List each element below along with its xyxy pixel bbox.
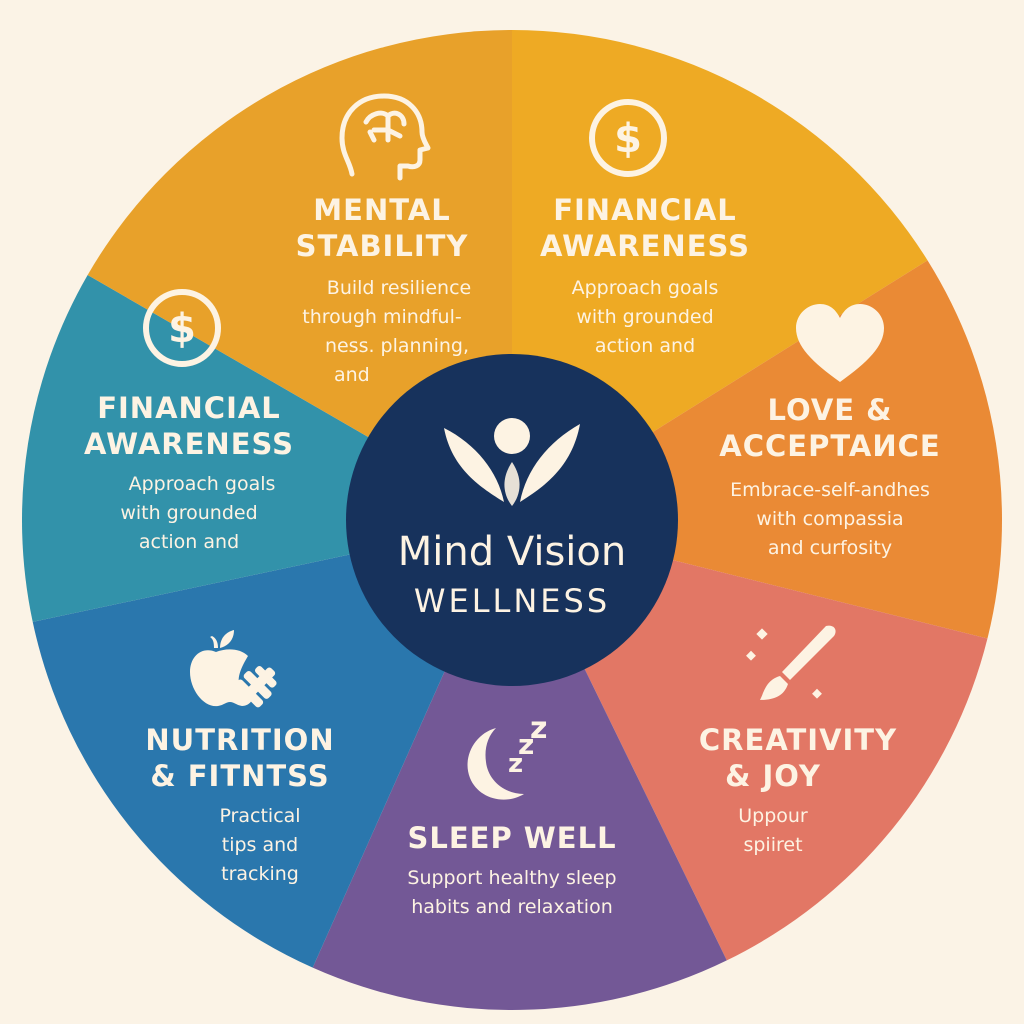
title-line: MENTAL <box>313 193 451 227</box>
segment-title: FINANCIAL AWARENESS <box>58 390 320 462</box>
title-line: LOVE & <box>767 393 893 427</box>
moon-zzz-icon: z z z <box>467 712 547 800</box>
segment-title: NUTRITION & FITNTSS <box>130 722 350 794</box>
title-line: SLEEP WELL <box>407 821 617 855</box>
segment-mental-stability: MENTAL STABILITY Build resilience throug… <box>262 192 502 390</box>
desc-line: ness. planning, <box>324 335 470 357</box>
segment-title: LOVE & ACCEPTAИCE <box>700 392 960 464</box>
title-line: NUTRITION <box>145 723 335 757</box>
svg-text:$: $ <box>168 306 196 352</box>
desc-line: spiiret <box>743 834 803 856</box>
svg-text:z: z <box>530 712 547 746</box>
dollar-coin-icon: $ <box>143 289 221 367</box>
desc-line: tips and <box>221 834 299 856</box>
desc-line: Uppour <box>738 805 808 827</box>
desc-line: Approach goals <box>571 277 719 299</box>
svg-text:z: z <box>518 728 534 761</box>
segment-creativity-joy: CREATIVITY & JOY Uppour spiiret <box>682 722 914 860</box>
segment-description: Embrace-self-andhes with compassia and c… <box>700 476 960 563</box>
brand-subtitle: WELLNESS <box>413 582 611 620</box>
desc-line: Support healthy sleep <box>407 867 617 889</box>
wheel-slice-creativity-joy <box>312 520 727 1010</box>
segment-description: Approach goals with grounded action and <box>58 470 320 557</box>
segment-sleep-well: SLEEP WELL Support healthy sleep habits … <box>350 820 674 922</box>
desc-line: tracking <box>221 863 299 885</box>
title-line: FINANCIAL <box>553 193 737 227</box>
title-line: FINANCIAL <box>97 391 281 425</box>
svg-text:$: $ <box>614 116 642 162</box>
svg-text:z: z <box>508 749 523 779</box>
desc-line: Embrace-self-andhes <box>730 479 930 501</box>
title-line: AWARENESS <box>84 427 294 461</box>
segment-title: MENTAL STABILITY <box>262 192 502 264</box>
paintbrush-icon <box>746 625 836 700</box>
segment-nutrition-fitness: NUTRITION & FITNTSS Practical tips and t… <box>130 722 350 889</box>
title-line: AWARENESS <box>540 229 750 263</box>
segment-description: Practical tips and tracking <box>130 802 350 889</box>
desc-line: and curfosity <box>767 537 893 559</box>
desc-line: Approach goals <box>128 473 276 495</box>
center-hub <box>346 354 678 686</box>
desc-line: with grounded <box>120 502 258 524</box>
segment-love-acceptance: LOVE & ACCEPTAИCE Embrace-self-andhes wi… <box>700 392 960 563</box>
segment-title: SLEEP WELL <box>350 820 674 856</box>
segment-financial-awareness-left: FINANCIAL AWARENESS Approach goals with … <box>58 390 320 557</box>
segment-description: Support healthy sleep habits and relaxat… <box>350 864 674 922</box>
dollar-coin-icon: $ <box>589 99 667 177</box>
desc-line: action and <box>138 531 240 553</box>
desc-line: action and <box>594 335 696 357</box>
title-line: STABILITY <box>295 229 469 263</box>
desc-line: Build resilience <box>326 277 472 299</box>
segment-description: Uppour spiiret <box>682 802 914 860</box>
segment-description: Approach goals with grounded action and <box>510 274 780 361</box>
desc-line: habits and relaxation <box>411 896 613 918</box>
heart-icon <box>796 304 884 382</box>
segment-financial-awareness-right: FINANCIAL AWARENESS Approach goals with … <box>510 192 780 361</box>
title-line: CREATIVITY <box>698 723 898 757</box>
title-line: ACCEPTAИCE <box>719 429 941 463</box>
segment-title: FINANCIAL AWARENESS <box>510 192 780 264</box>
brain-head-icon <box>339 93 431 181</box>
desc-line: with compassia <box>756 508 904 530</box>
title-line: & JOY <box>725 759 821 793</box>
brand-title: Mind Vision <box>397 529 627 575</box>
segment-title: CREATIVITY & JOY <box>682 722 914 794</box>
apple-dumbbell-icon <box>190 630 277 708</box>
desc-line: through mindful- <box>302 306 462 328</box>
desc-line: Practical <box>219 805 301 827</box>
desc-line: with grounded <box>576 306 714 328</box>
desc-line: and <box>334 364 370 386</box>
person-leaves-logo-icon <box>444 418 580 506</box>
title-line: & FITNTSS <box>150 759 330 793</box>
segment-description: Build resilience through mindful- ness. … <box>262 274 502 390</box>
